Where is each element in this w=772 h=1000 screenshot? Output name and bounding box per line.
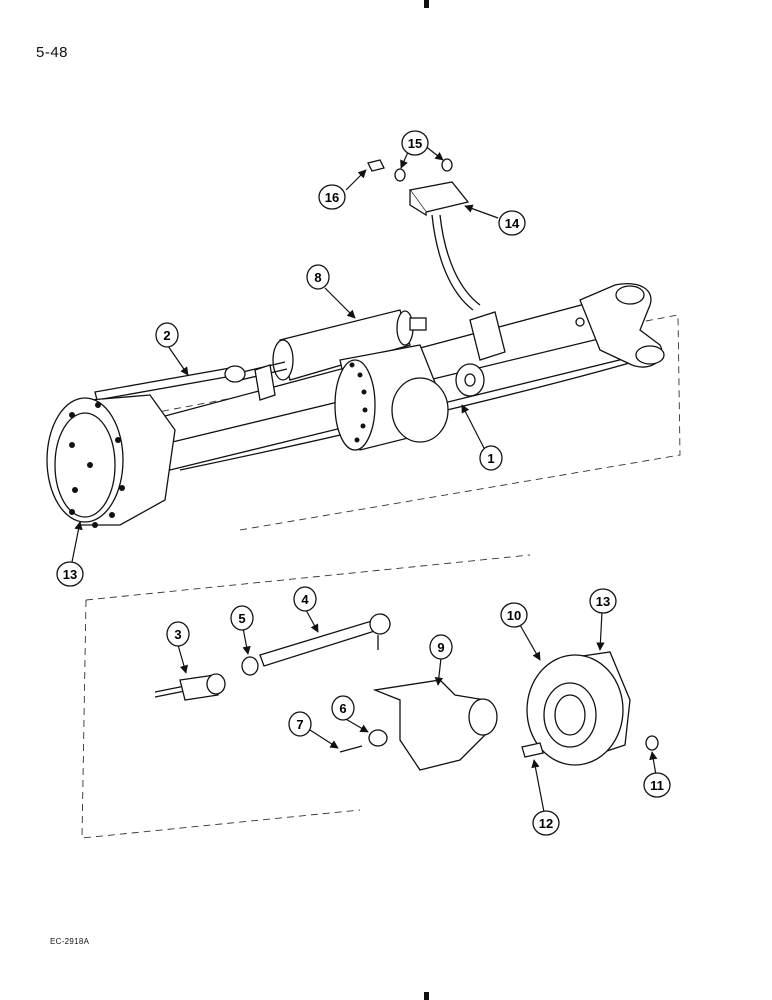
hub-10-13 [526, 651, 631, 766]
svg-text:4: 4 [301, 592, 309, 607]
callout-4: 4 [293, 586, 317, 612]
svg-text:13: 13 [596, 594, 610, 609]
svg-text:10: 10 [507, 608, 521, 623]
callout-6: 6 [331, 695, 355, 721]
spindle-9 [372, 679, 498, 771]
svg-text:13: 13 [63, 567, 77, 582]
svg-text:5: 5 [238, 611, 245, 626]
callout-10: 10 [500, 602, 528, 628]
callout-16: 16 [318, 184, 346, 210]
tie-rod-4 [259, 613, 391, 667]
figure-code: EC-2918A [50, 937, 90, 946]
svg-text:3: 3 [174, 627, 181, 642]
svg-text:2: 2 [163, 328, 170, 343]
callout-2: 2 [155, 322, 179, 348]
callout-9: 9 [429, 634, 453, 660]
svg-text:7: 7 [296, 717, 303, 732]
svg-text:9: 9 [437, 640, 444, 655]
svg-text:8: 8 [314, 270, 321, 285]
upper-dashed-frame [114, 314, 681, 531]
svg-text:11: 11 [650, 778, 664, 793]
wheel-hub-left [46, 394, 176, 528]
clamp-bracket [408, 181, 481, 311]
center-housing [334, 344, 449, 451]
svg-text:16: 16 [325, 190, 339, 205]
callout-13-left: 13 [56, 561, 84, 587]
callout-7: 7 [288, 711, 312, 737]
callout-11: 11 [643, 772, 671, 798]
lower-dashed-frame [81, 554, 531, 839]
nut-5 [241, 656, 259, 676]
cotter-pin-7 [339, 745, 363, 753]
svg-text:15: 15 [408, 136, 422, 151]
svg-text:1: 1 [487, 451, 494, 466]
tie-rod [94, 364, 276, 401]
callout-13-right: 13 [589, 588, 617, 614]
callout-14: 14 [498, 210, 526, 236]
callout-1: 1 [479, 445, 503, 471]
nut-6 [368, 729, 388, 747]
bolt-and-washers [367, 158, 453, 182]
page-number: 5-48 [36, 44, 69, 61]
screw-12 [521, 742, 544, 758]
svg-text:12: 12 [539, 816, 553, 831]
callout-12: 12 [532, 810, 560, 836]
callout-5: 5 [230, 605, 254, 631]
svg-text:14: 14 [505, 216, 520, 231]
callout-3: 3 [166, 621, 190, 647]
callout-8: 8 [306, 264, 330, 290]
plug-11 [645, 735, 659, 751]
svg-text:6: 6 [339, 701, 346, 716]
tie-rod-end-3 [154, 673, 226, 701]
callout-15: 15 [401, 130, 429, 156]
